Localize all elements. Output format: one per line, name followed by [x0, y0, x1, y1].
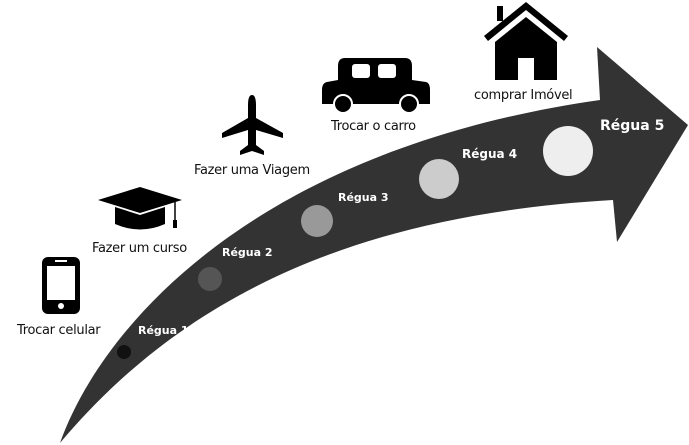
graduation-cap-icon: [98, 187, 182, 230]
step-label-2: Régua 2: [222, 246, 273, 259]
step-label-3: Régua 3: [338, 191, 389, 204]
goal-label-comprar-imovel: comprar Imóvel: [474, 88, 573, 103]
goal-label-fazer-curso: Fazer um curso: [92, 241, 187, 256]
step-dot-1: [117, 345, 131, 359]
house-icon: [484, 2, 568, 80]
step-dot-5: [543, 126, 593, 176]
step-label-5: Régua 5: [600, 118, 665, 134]
car-icon: [322, 58, 430, 114]
step-dot-2: [198, 267, 222, 291]
step-label-4: Régua 4: [462, 147, 518, 161]
airplane-icon: [222, 95, 283, 155]
goal-label-trocar-celular: Trocar celular: [17, 323, 101, 338]
step-dot-3: [301, 205, 333, 237]
smartphone-icon: [42, 257, 80, 314]
step-dot-4: [419, 159, 459, 199]
curved-arrow: [60, 47, 688, 443]
goal-label-trocar-carro: Trocar o carro: [331, 119, 416, 134]
step-label-1: Régua 1: [138, 324, 189, 337]
goal-label-fazer-viagem: Fazer uma Viagem: [194, 163, 310, 178]
